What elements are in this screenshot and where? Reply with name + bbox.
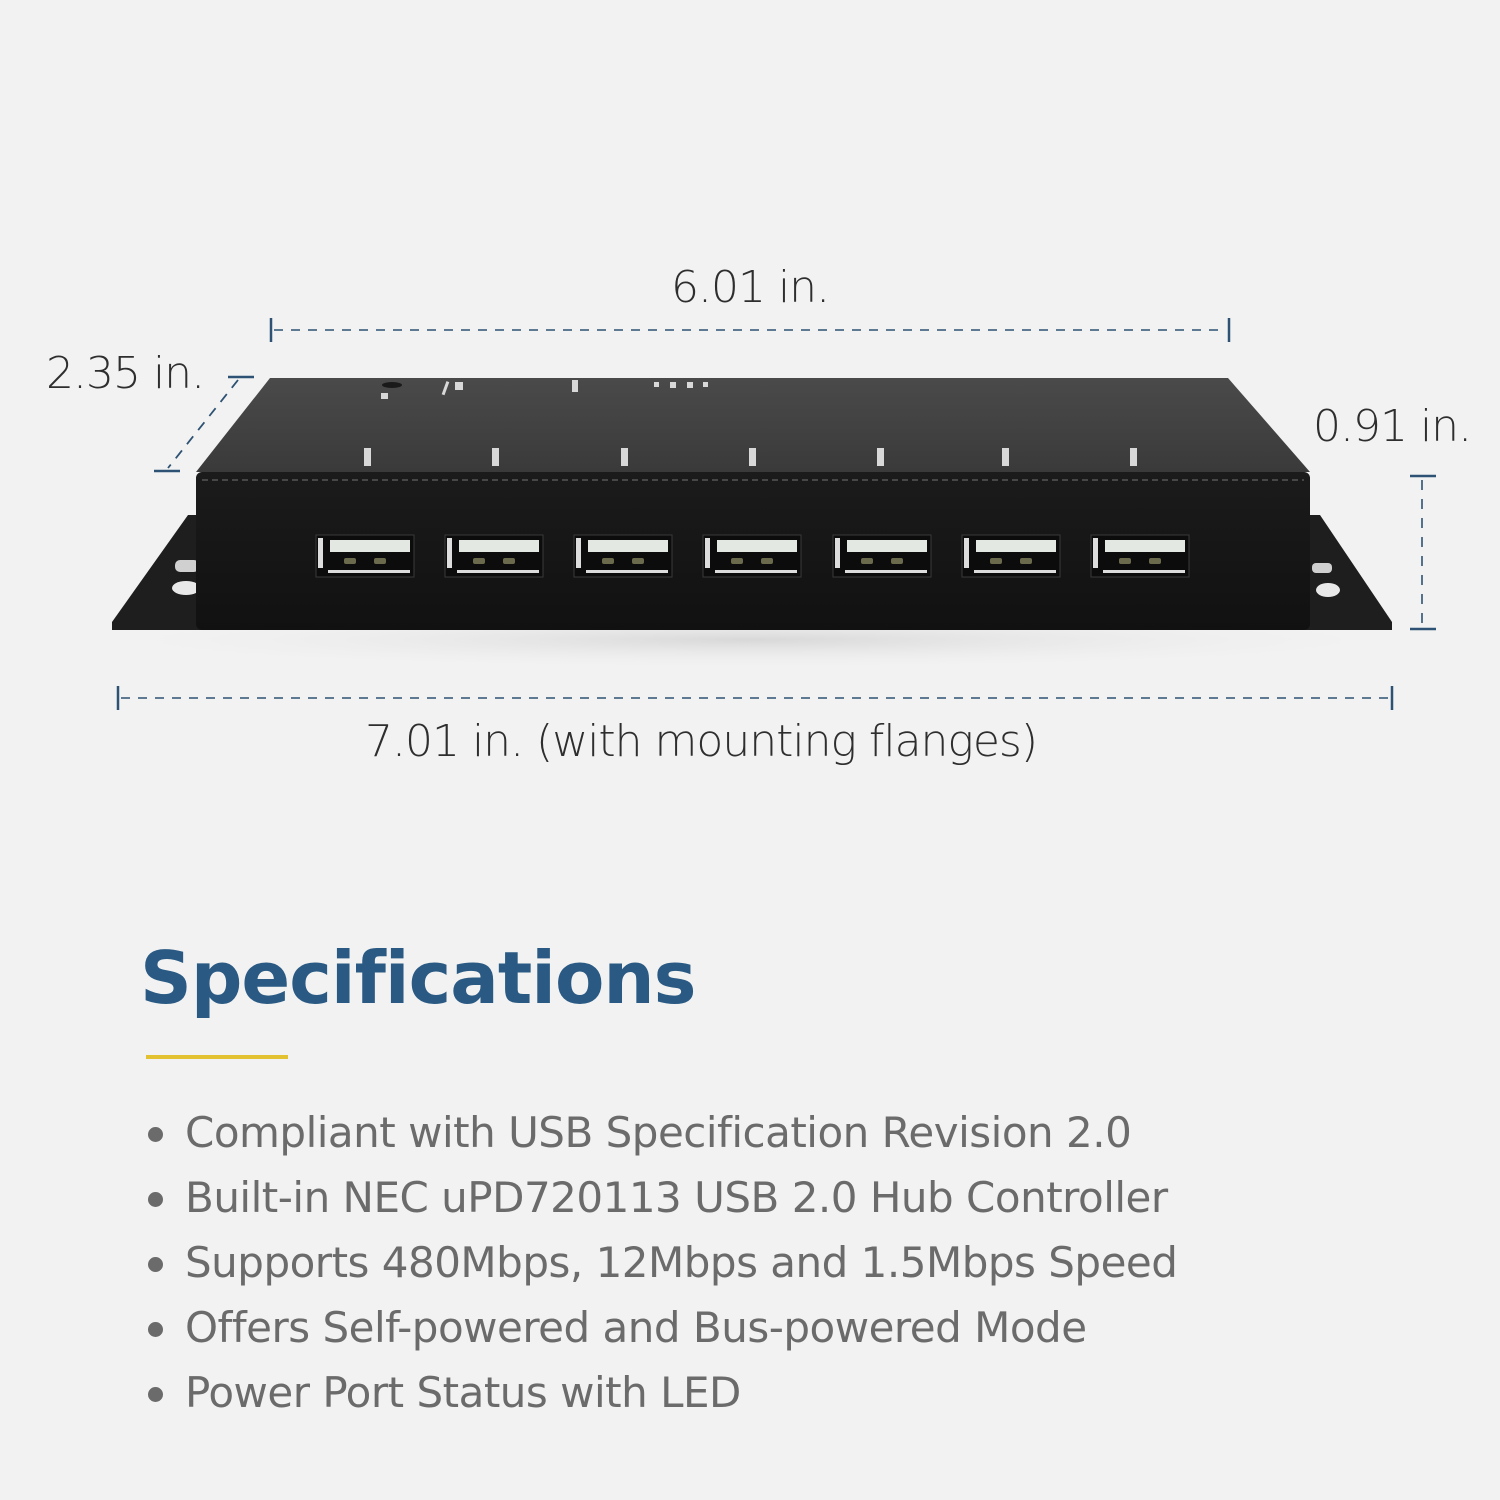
- usb-port-6: [961, 534, 1061, 578]
- usb-port-7: [1090, 534, 1190, 578]
- width-dimension-label: 6.01 in.: [671, 262, 830, 313]
- usb-port-2: [444, 534, 544, 578]
- height-dimension-line: [1410, 474, 1436, 631]
- bullet-icon: [148, 1257, 163, 1272]
- spec-item-text: Compliant with USB Specification Revisio…: [185, 1108, 1132, 1157]
- title-accent-underline: [146, 1055, 288, 1059]
- top-labels: [364, 380, 1137, 466]
- usb-port-3: [573, 534, 673, 578]
- spec-item: Power Port Status with LED: [148, 1360, 1177, 1425]
- spec-item: Compliant with USB Specification Revisio…: [148, 1100, 1177, 1165]
- length-dimension-label: 7.01 in. (with mounting flanges): [365, 716, 1038, 767]
- spec-item-text: Supports 480Mbps, 12Mbps and 1.5Mbps Spe…: [185, 1238, 1178, 1287]
- spec-item: Built-in NEC uPD720113 USB 2.0 Hub Contr…: [148, 1165, 1177, 1230]
- specifications-title: Specifications: [140, 936, 697, 1020]
- usb-port-5: [832, 534, 932, 578]
- depth-dimension-line: [154, 375, 254, 473]
- right-mounting-flange: [1300, 515, 1392, 630]
- bullet-icon: [148, 1127, 163, 1142]
- bullet-icon: [148, 1192, 163, 1207]
- usb-port-1: [315, 534, 415, 578]
- product-illustration: [50, 318, 1450, 710]
- width-dimension-line: [269, 318, 1231, 342]
- usb-ports: [315, 534, 1190, 578]
- spec-item: Offers Self-powered and Bus-powered Mode: [148, 1295, 1177, 1360]
- spec-item: Supports 480Mbps, 12Mbps and 1.5Mbps Spe…: [148, 1230, 1178, 1295]
- bullet-icon: [148, 1387, 163, 1402]
- spec-item-text: Power Port Status with LED: [185, 1368, 741, 1417]
- spec-item-text: Offers Self-powered and Bus-powered Mode: [185, 1303, 1087, 1352]
- depth-dimension-label: 2.35 in.: [46, 348, 205, 399]
- length-dimension-line: [116, 686, 1394, 710]
- spec-item-text: Built-in NEC uPD720113 USB 2.0 Hub Contr…: [185, 1173, 1168, 1222]
- hub-top-face: [196, 378, 1310, 472]
- bullet-icon: [148, 1322, 163, 1337]
- left-mounting-flange: [112, 515, 210, 630]
- dimension-lines: [116, 318, 1436, 710]
- height-dimension-label: 0.91 in.: [1313, 401, 1472, 452]
- specifications-list: Compliant with USB Specification Revisio…: [148, 1100, 1178, 1425]
- usb-port-4: [702, 534, 802, 578]
